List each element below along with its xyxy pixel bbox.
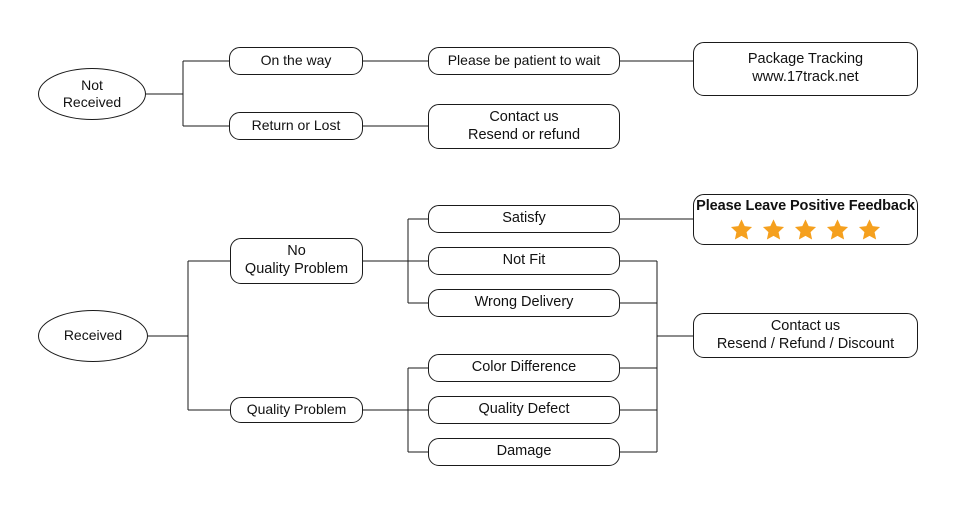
star-icon[interactable]: [794, 218, 817, 241]
node-contact-us-resend-or-refund-label: Contact us Resend or refund: [467, 108, 581, 143]
node-positive-feedback[interactable]: Please Leave Positive Feedback: [693, 194, 918, 245]
node-return-or-lost-label: Return or Lost: [251, 117, 341, 134]
node-damage-label: Damage: [496, 443, 552, 460]
node-package-tracking[interactable]: Package Tracking www.17track.net: [693, 42, 918, 96]
node-not-received[interactable]: Not Received: [38, 68, 146, 120]
star-icon[interactable]: [826, 218, 849, 241]
star-icon[interactable]: [730, 218, 753, 241]
node-please-be-patient[interactable]: Please be patient to wait: [428, 47, 620, 75]
node-quality-problem[interactable]: Quality Problem: [230, 397, 363, 423]
node-received[interactable]: Received: [38, 310, 148, 362]
node-received-label: Received: [63, 327, 123, 344]
node-package-tracking-label: Package Tracking www.17track.net: [747, 51, 864, 85]
node-wrong-delivery-label: Wrong Delivery: [474, 294, 574, 311]
node-on-the-way[interactable]: On the way: [229, 47, 363, 75]
node-not-fit[interactable]: Not Fit: [428, 247, 620, 275]
node-wrong-delivery[interactable]: Wrong Delivery: [428, 289, 620, 317]
node-on-the-way-label: On the way: [260, 52, 332, 69]
node-not-fit-label: Not Fit: [502, 252, 546, 269]
node-satisfy-label: Satisfy: [502, 210, 546, 227]
node-color-difference[interactable]: Color Difference: [428, 354, 620, 382]
node-quality-defect-label: Quality Defect: [478, 401, 570, 418]
node-please-be-patient-label: Please be patient to wait: [447, 52, 601, 69]
node-contact-us-resend-or-refund[interactable]: Contact us Resend or refund: [428, 104, 620, 149]
star-rating[interactable]: [730, 218, 881, 241]
node-satisfy[interactable]: Satisfy: [428, 205, 620, 233]
node-not-received-label: Not Received: [62, 76, 122, 110]
node-quality-problem-label: Quality Problem: [246, 401, 347, 418]
node-damage[interactable]: Damage: [428, 438, 620, 466]
node-no-quality-problem-label: No Quality Problem: [244, 243, 349, 277]
node-return-or-lost[interactable]: Return or Lost: [229, 112, 363, 140]
positive-feedback-title: Please Leave Positive Feedback: [696, 198, 915, 215]
node-contact-us-resolution[interactable]: Contact us Resend / Refund / Discount: [693, 313, 918, 358]
node-color-difference-label: Color Difference: [471, 359, 577, 376]
node-contact-us-resolution-label: Contact us Resend / Refund / Discount: [716, 317, 895, 352]
node-no-quality-problem[interactable]: No Quality Problem: [230, 238, 363, 284]
node-quality-defect[interactable]: Quality Defect: [428, 396, 620, 424]
star-icon[interactable]: [762, 218, 785, 241]
star-icon[interactable]: [858, 218, 881, 241]
